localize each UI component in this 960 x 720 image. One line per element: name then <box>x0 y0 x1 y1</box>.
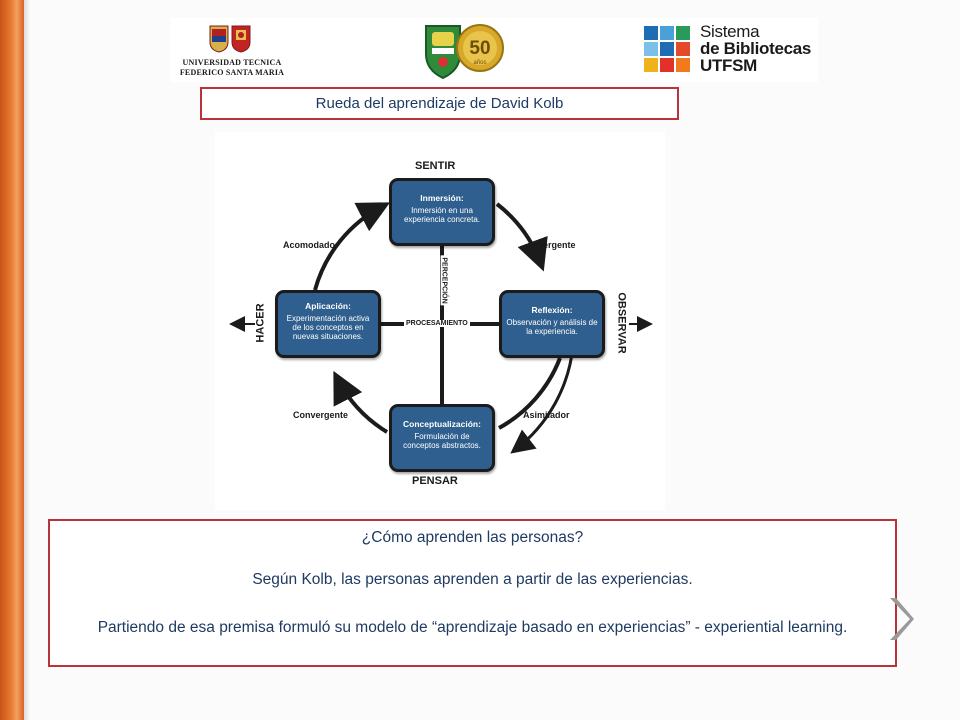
box-aplicacion-desc: Experimentación activa de los conceptos … <box>286 314 370 341</box>
arc-bottom-left <box>333 370 389 434</box>
box-aplicacion-title: Aplicación: <box>305 301 351 311</box>
box-conceptualizacion-desc: Formulación de conceptos abstractos. <box>403 432 481 450</box>
library-name-line1: Sistema <box>700 22 760 41</box>
slide-title: Rueda del aprendizaje de David Kolb <box>200 87 679 120</box>
stage-convergente: Convergente <box>293 410 349 420</box>
box-inmersion: Inmersión: Inmersión en una experiencia … <box>389 178 495 246</box>
stage-divergente: Divergente <box>529 240 576 250</box>
university-name-line1: UNIVERSIDAD TECNICA <box>182 58 282 67</box>
pole-left: HACER <box>254 303 267 343</box>
explanation-line2: Partiendo de esa premisa formuló su mode… <box>97 619 848 636</box>
anniversary-logo: 50 años <box>422 18 506 82</box>
logo-strip: UNIVERSIDAD TECNICA FEDERICO SANTA MARIA… <box>170 18 818 82</box>
stage-asimilador: Asimilador <box>523 410 570 420</box>
box-aplicacion: Aplicación: Experimentación activa de lo… <box>275 290 381 358</box>
pole-top: SENTIR <box>415 160 456 172</box>
explanation-box: ¿Cómo aprenden las personas? Según Kolb,… <box>48 519 897 667</box>
explanation-question: ¿Cómo aprenden las personas? <box>361 529 584 546</box>
utfsm-crest-icon <box>209 25 251 53</box>
box-reflexion: Reflexión: Observación y análisis de la … <box>499 290 605 358</box>
arc-top-right <box>495 202 548 272</box>
chevron-right-icon[interactable] <box>886 596 914 642</box>
arc-right-bottom <box>498 357 562 430</box>
anniversary-number: 50 <box>469 38 490 59</box>
axis-label-processing: PROCESAMIENTO <box>404 320 470 327</box>
box-conceptualizacion: Conceptualización: Formulación de concep… <box>389 404 495 472</box>
box-reflexion-desc: Observación y análisis de la experiencia… <box>506 318 598 336</box>
pole-bottom: PENSAR <box>412 475 458 487</box>
kolb-cycle-diagram: SENTIR PENSAR HACER OBSERVAR Acomodador … <box>215 132 665 510</box>
explanation-line1: Según Kolb, las personas aprenden a part… <box>252 571 693 588</box>
library-system-logo: Sistema de Bibliotecas UTFSM <box>642 22 814 78</box>
left-bar-shadow <box>24 0 30 720</box>
box-conceptualizacion-title: Conceptualización: <box>403 419 481 429</box>
library-mosaic-icon <box>644 26 690 72</box>
arc-outer-right-bottom <box>510 345 575 454</box>
library-name-line3: UTFSM <box>700 56 758 75</box>
axis-label-perception: PERCEPCIÓN <box>440 255 448 306</box>
university-name-line2: FEDERICO SANTA MARIA <box>179 68 285 77</box>
arc-left-top <box>313 202 391 291</box>
box-inmersion-desc: Inmersión en una experiencia concreta. <box>403 206 481 224</box>
left-accent-bar <box>0 0 24 720</box>
stage-acomodador: Acomodador <box>283 240 339 250</box>
utfsm-logo: UNIVERSIDAD TECNICA FEDERICO SANTA MARIA <box>176 22 284 80</box>
library-name-line2: de Bibliotecas <box>700 39 812 58</box>
pole-right: OBSERVAR <box>615 292 628 354</box>
anniversary-word: años <box>473 60 486 66</box>
box-inmersion-title: Inmersión: <box>420 193 464 203</box>
box-reflexion-title: Reflexión: <box>531 305 573 315</box>
